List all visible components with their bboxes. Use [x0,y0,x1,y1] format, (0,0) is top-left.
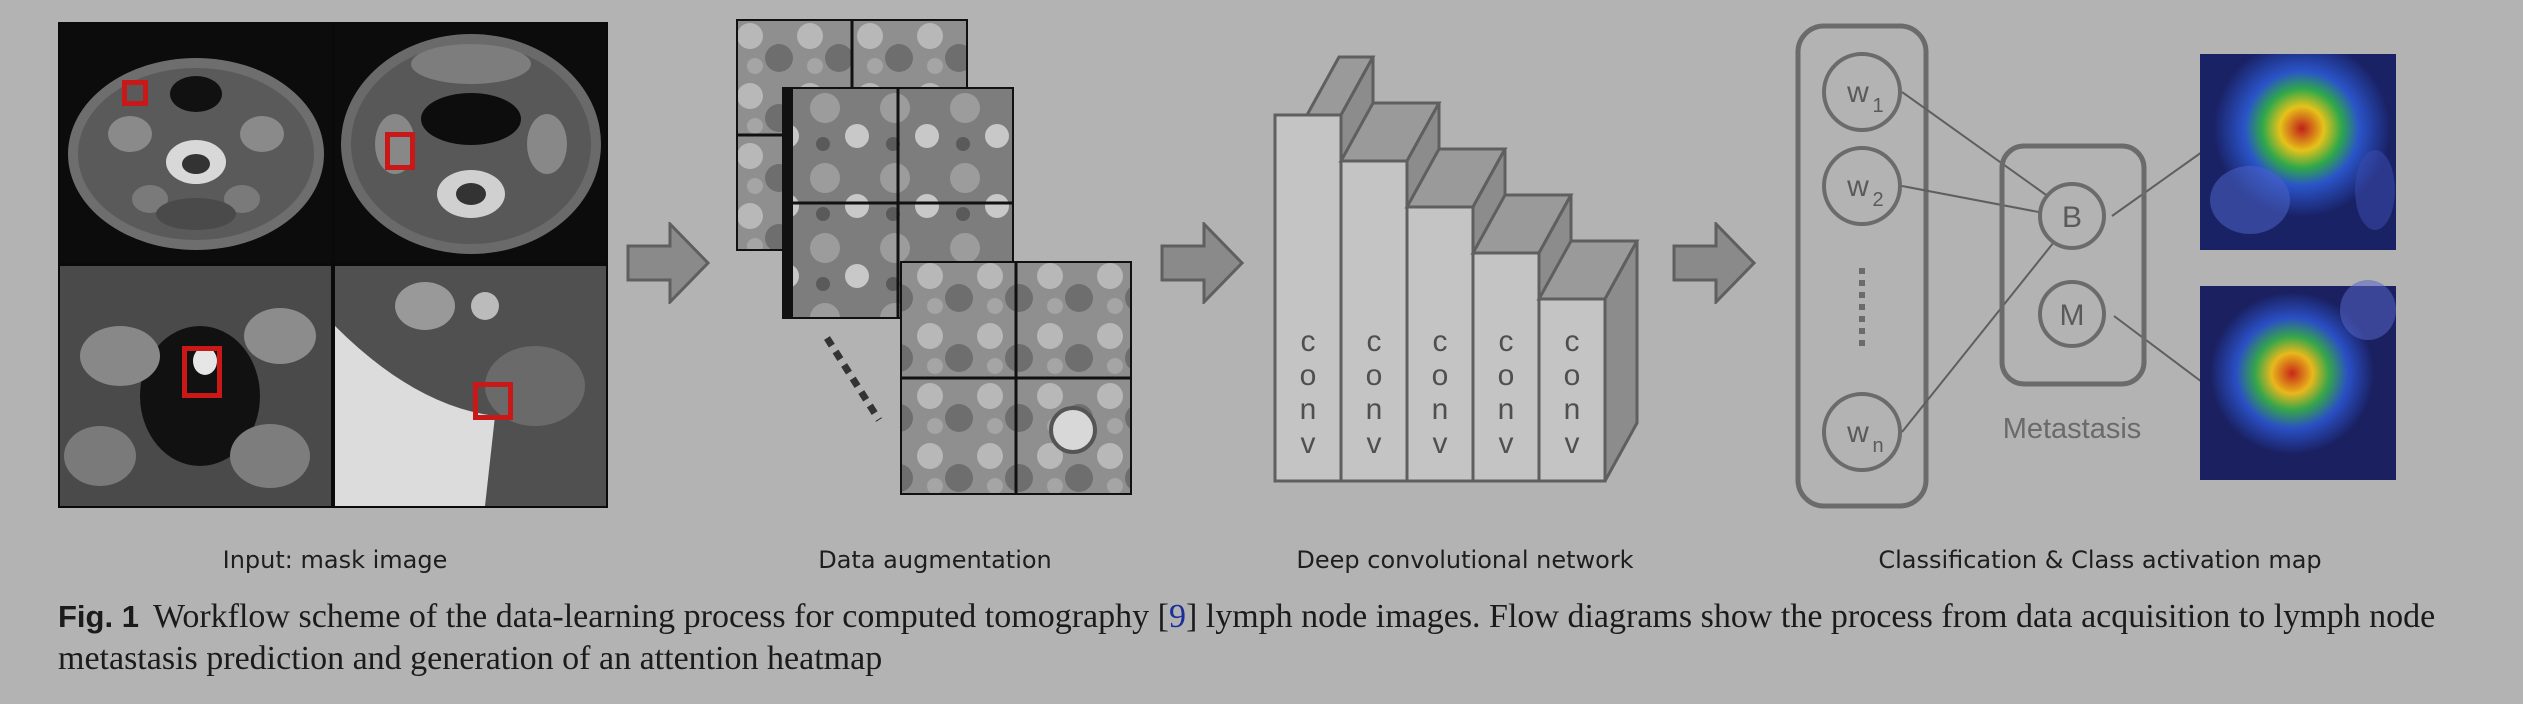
ct-image-neck-axial-1 [60,24,331,262]
conv-letter: o [1498,359,1515,392]
flow-arrow-icon [1160,222,1244,304]
conv-letter: c [1367,325,1382,358]
conv-letter: c [1433,325,1448,358]
caption-text-1: Workflow scheme of the data-learning pro… [152,598,1169,635]
stage-label-augmentation: Data augmentation [818,546,1052,574]
caption-text-2: ] lymph node images. Flow diagrams show … [58,598,2436,677]
flow-arrow-icon [1672,222,1756,304]
conv-letter: v [1499,427,1514,460]
figure-label: Fig. 1 [58,599,139,634]
metastasis-box [1999,143,2147,387]
conv-letter: n [1366,393,1383,426]
ct-scan-graphic [335,266,606,506]
conv-letter: n [1300,393,1317,426]
lymph-node-mask-box [122,80,148,106]
class-m-label: M [2060,299,2085,332]
conv-letter: c [1499,325,1514,358]
reference-link[interactable]: 9 [1168,598,1186,635]
weight-node-2: w 2 [1822,146,1902,226]
ct-image-zoom-1 [60,266,331,506]
conv-letter: v [1301,427,1316,460]
conv-letter: o [1366,359,1383,392]
conv-layer-5 [1536,239,1640,483]
metastasis-label: Metastasis [2003,413,2142,445]
weight-n-sub: n [1872,435,1883,457]
augmentation-panel [735,18,1135,498]
stage-label-network: Deep convolutional network [1296,546,1634,574]
stage-label-classification: Classification & Class activation map [1878,546,2322,574]
conv-letter: v [1565,427,1580,460]
lymph-node-mask-box [473,382,513,420]
conv-letter: o [1564,359,1581,392]
conv-letter: n [1498,393,1515,426]
ct-image-neck-axial-2 [335,24,606,262]
augmented-patches-graphic [736,19,1132,495]
weight-node-n: w n [1822,392,1902,472]
weight-2-base: w [1846,170,1869,203]
conv-letter: n [1564,393,1581,426]
conv-letter: n [1432,393,1449,426]
class-node-metastatic: M [2038,280,2106,348]
input-mask-panel [58,22,608,508]
class-node-benign: B [2038,182,2106,250]
weight-1-base: w [1846,76,1869,109]
weights-box [1795,23,1929,509]
stage-label-input: Input: mask image [222,546,448,574]
conv-letter: c [1565,325,1580,358]
conv-letter: c [1301,325,1316,358]
weight-node-1: w 1 [1822,52,1902,132]
lymph-node-mask-box [385,132,415,170]
weight-n-base: w [1846,416,1869,449]
conv-letter: o [1432,359,1449,392]
ct-image-zoom-2 [335,266,606,506]
figure-caption: Fig. 1 Workflow scheme of the data-learni… [58,596,2478,680]
class-b-label: B [2062,201,2082,234]
lymph-node-mask-box [182,346,222,398]
conv-letter: o [1300,359,1317,392]
conv-letter: v [1367,427,1382,460]
ct-scan-graphic [68,58,324,250]
conv-letter: v [1433,427,1448,460]
activation-heatmap-metastatic [2200,280,2396,480]
weight-2-sub: 2 [1872,189,1883,211]
weight-connections [1901,91,2203,433]
activation-heatmap-benign [2200,54,2396,250]
weight-1-sub: 1 [1872,95,1883,117]
classification-diagram: w 1 w 2 w n B M Metastasis [1795,23,2396,509]
ct-scan-graphic [341,34,601,254]
flow-arrow-icon [626,222,710,304]
